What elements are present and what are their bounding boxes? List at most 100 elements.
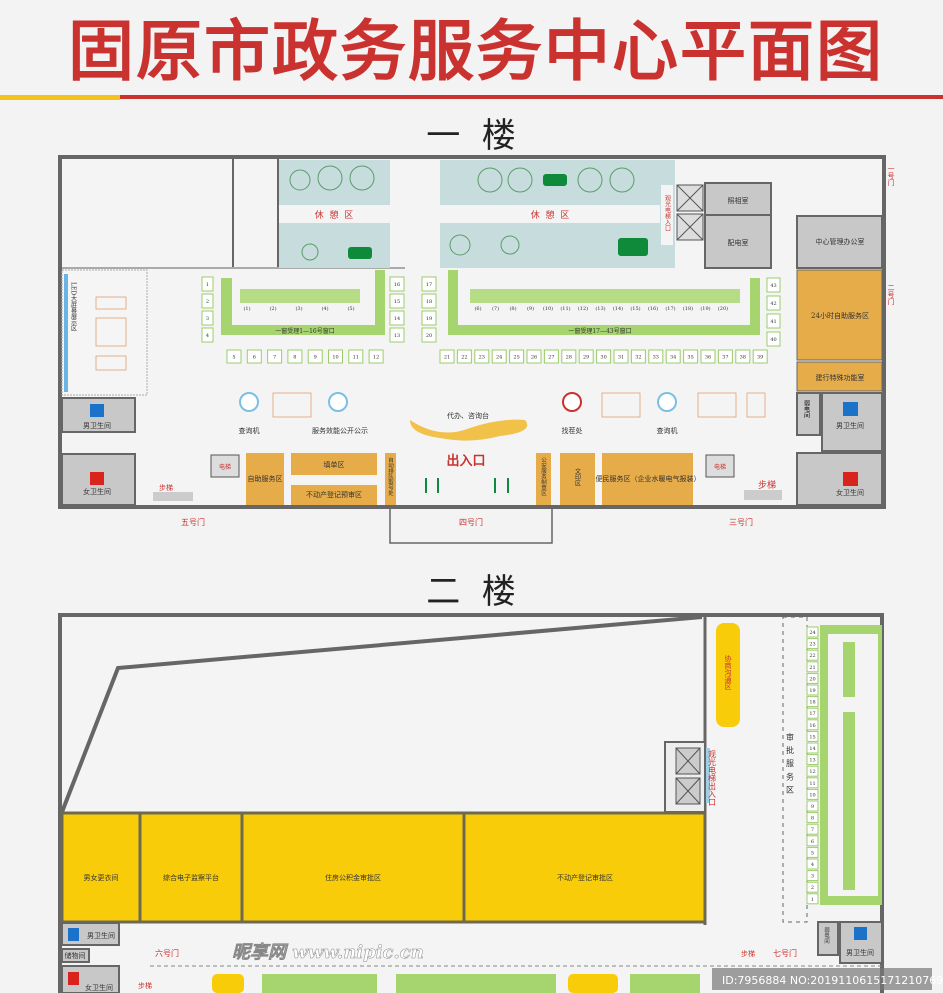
counter-seat: (20): [718, 305, 728, 312]
counter-seat: (17): [665, 305, 675, 312]
service-window: [201, 310, 214, 326]
self-service-24h-label: 24小时自助服务区: [811, 311, 869, 320]
service-window: [630, 349, 646, 364]
approval-window-label: 19: [809, 688, 815, 694]
approval-window-label: 4: [811, 862, 814, 868]
service-window-label: 7: [273, 355, 276, 361]
service-window: [201, 276, 214, 292]
service-window-label: 26: [531, 355, 537, 361]
service-window-label: 13: [394, 333, 400, 339]
realestate-label: 不动产登记审批区: [557, 873, 613, 882]
counter-seat: (3): [295, 305, 302, 312]
floor1-plan: 休 憩 区 休 憩 区 观光电梯入口 照相室 配电室 中心管理办公室 24小时自…: [58, 155, 895, 544]
monitor-label: 综合电子监察平台: [163, 873, 219, 882]
service-window-label: 9: [314, 355, 317, 361]
kiosk-icon: [657, 392, 677, 412]
service-window-label: 37: [722, 355, 728, 361]
service-window: [613, 349, 629, 364]
service-window: [421, 293, 437, 309]
service-window-label: 6: [253, 355, 256, 361]
elevator-right-label: 电梯: [714, 463, 726, 471]
elevator-left-label: 电梯: [219, 463, 231, 471]
approval-window-label: 14: [809, 746, 815, 752]
counter-seat: (14): [613, 305, 623, 312]
service-window-label: 22: [461, 355, 467, 361]
storage-room: [61, 948, 90, 963]
service-window-label: 29: [583, 355, 589, 361]
service-window: [348, 349, 364, 364]
counter-seat: (16): [648, 305, 658, 312]
service-window: [543, 349, 559, 364]
service-window: [421, 276, 437, 292]
service-window-label: 10: [332, 355, 338, 361]
approval-window: [806, 835, 819, 847]
approval-window: [806, 626, 819, 638]
service-window-label: 11: [353, 355, 359, 361]
page-title: 固原市政务服务中心平面图: [68, 12, 884, 90]
form-area: [291, 453, 377, 475]
door3-label: 三号门: [729, 517, 753, 527]
stairs-icon: [744, 490, 782, 500]
counter-b-label: 一窗受理17—43号窗口: [568, 327, 631, 335]
approval-window: [806, 777, 819, 789]
stairs-icon: [153, 492, 193, 501]
watermark-logo: 昵享网 www.nipic.cn: [232, 942, 424, 963]
stairs-right-label: 步梯: [758, 479, 776, 491]
door6-label: 六号门: [155, 948, 179, 958]
rest-area-right-label: 休 憩 区: [531, 209, 569, 221]
elevator-exit-label: 观光电梯出入口: [708, 750, 717, 806]
approval-window-label: 15: [809, 734, 815, 740]
self-service-area: [246, 453, 284, 505]
service-window: [665, 349, 681, 364]
police-seal-label: 公安服务制章区: [540, 457, 547, 496]
service-window: [246, 349, 262, 364]
counter-seat: (15): [630, 305, 640, 312]
women-toilet-left-label: 女卫生间: [83, 487, 111, 496]
service-window: [389, 310, 405, 326]
service-window: [526, 349, 542, 364]
service-window-label: 17: [426, 282, 432, 288]
service-window-label: 20: [426, 333, 432, 339]
door1-label: 一号门: [887, 165, 895, 187]
counter-seat: (18): [683, 305, 693, 312]
rest-area-left-label: 休 憩 区: [315, 209, 353, 221]
men-toilet-left-2-label: 男卫生间: [87, 931, 115, 940]
counter-seat: (13): [595, 305, 605, 312]
efficiency-board-label: 服务效能公开公示: [312, 426, 368, 435]
service-window: [421, 327, 437, 343]
service-window: [474, 349, 490, 364]
photo-room-label: 照相室: [728, 196, 749, 205]
approval-window: [806, 858, 819, 870]
service-window: [287, 349, 303, 364]
approval-label: 审 批 服 务 区: [786, 732, 795, 793]
door2-label: 二号门: [887, 284, 895, 306]
men-toilet-left-label: 男卫生间: [83, 421, 111, 430]
plant-icons: [289, 165, 635, 261]
counter-seat: (2): [269, 305, 276, 312]
service-window-label: 41: [770, 319, 776, 325]
service-window: [766, 277, 781, 293]
service-window: [389, 276, 405, 292]
waiting-seats: [272, 392, 766, 418]
arrow-icons: [425, 478, 509, 493]
approval-window: [806, 823, 819, 835]
ccb-room: [796, 361, 883, 392]
service-window-label: 32: [635, 355, 641, 361]
self-service-24h: [796, 269, 883, 361]
sofa-icon: [348, 247, 372, 259]
service-window-label: 33: [653, 355, 659, 361]
service-window-label: 1: [206, 282, 209, 288]
service-window: [578, 349, 594, 364]
service-window: [491, 349, 507, 364]
women-icon: [68, 972, 79, 985]
approval-window: [806, 788, 819, 800]
changing-room: [60, 811, 142, 924]
service-window: [439, 349, 455, 364]
approval-window: [806, 754, 819, 766]
service-window-label: 40: [770, 337, 776, 343]
queue-label: 自动排队取号处: [387, 456, 394, 497]
men-icon: [90, 404, 104, 417]
watermark: 昵享网 www.nipic.cn ID:7956884 NO:201911061…: [232, 942, 943, 990]
service-window-label: 42: [770, 301, 776, 307]
service-window-label: 12: [373, 355, 379, 361]
